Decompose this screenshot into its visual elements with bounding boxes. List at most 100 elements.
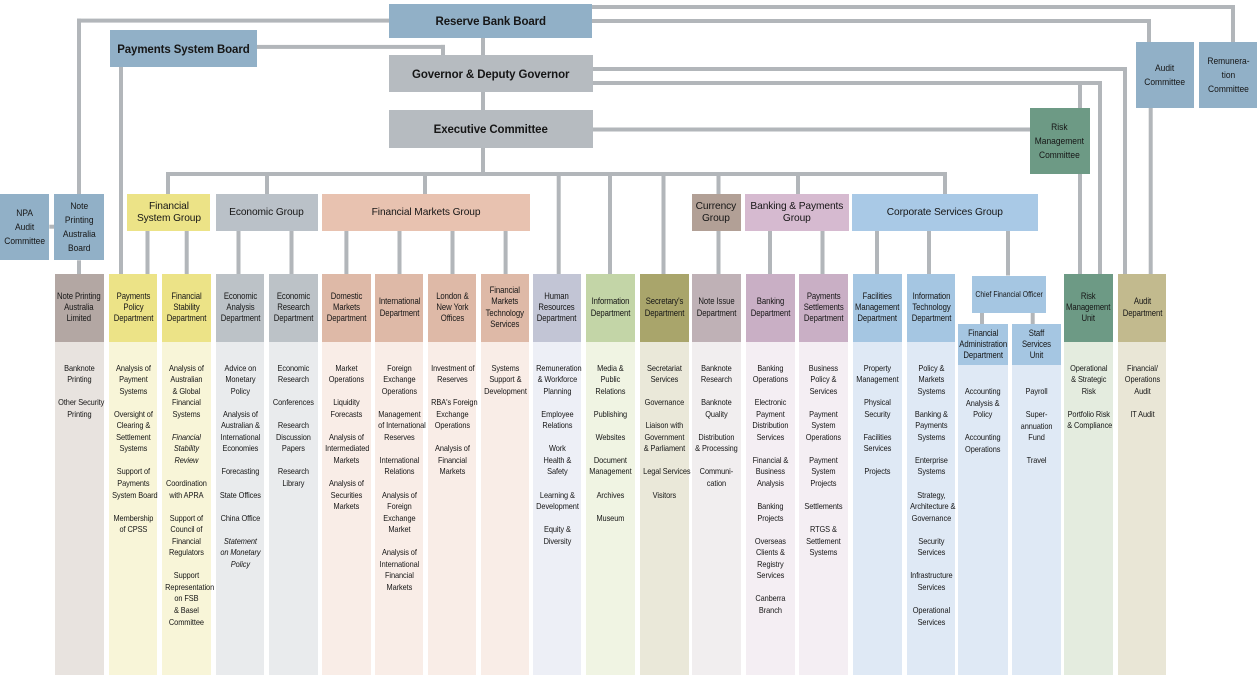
function-item: Websites [595, 431, 626, 442]
function-item: Legal Services [642, 466, 691, 477]
function-item: Payment System Projects [809, 454, 838, 488]
function-item: Visitors [652, 489, 676, 500]
function-item: Settlements [804, 501, 843, 512]
function-item: Remuneration & Workforce Planning [535, 362, 582, 396]
function-item: Banknote Research [701, 362, 732, 385]
dept-header-label: Domestic Markets Department [326, 290, 367, 324]
dept-header-information-department: Information Department [586, 274, 635, 342]
governor-deputy-governor-label: Governor & Deputy Governor [412, 66, 570, 81]
dept-header-label: Financial Stability Department [166, 290, 207, 324]
dept-header-label: Economic Research Department [273, 290, 313, 324]
dept-header-label: Economic Analysis Department [220, 290, 260, 324]
function-item: Learning & Development [535, 489, 579, 512]
function-item: Foreign Exchange Operations [381, 362, 417, 396]
dept-header-secretarys-department: Secretary's Department [639, 274, 689, 342]
function-item: Property Management [856, 362, 899, 385]
group-financial-markets-label: Financial Markets Group [371, 205, 481, 218]
dept-functions-financial-markets-technology-services: Systems Support & Development [480, 341, 530, 675]
function-item: Strategy, Architecture & Governance [909, 489, 955, 523]
payments-system-board-box: Payments System Board [110, 30, 257, 67]
function-item: Travel [1026, 455, 1047, 466]
function-item: Market Operations [329, 362, 365, 385]
executive-committee-label: Executive Committee [433, 122, 549, 136]
function-item: Facilities Services [863, 431, 892, 454]
dept-header-economic-research-department: Economic Research Department [268, 274, 318, 342]
function-item: State Offices [219, 489, 261, 500]
note-printing-australia-board-box: Note Printing Australia Board [54, 194, 104, 260]
function-item: Conferences [272, 397, 314, 408]
audit-committee-label: Audit Committee [1144, 61, 1186, 87]
function-item: Financial/ Operations Audit [1124, 362, 1160, 396]
function-item: Banking Operations [752, 362, 788, 385]
dept-header-label: Note Issue Department [696, 296, 737, 318]
dept-header-label: International Department [378, 296, 420, 318]
function-item: Policy & Markets Systems [917, 362, 945, 396]
group-economic-label: Economic Group [229, 205, 304, 218]
function-item: Archives [596, 489, 625, 500]
function-item: Projects [864, 466, 891, 477]
dept-header-label: Banking Department [750, 296, 790, 318]
function-item: Statement on Monetary Policy [219, 535, 261, 569]
npa-audit-committee-box: NPA Audit Committee [0, 194, 50, 260]
function-item: Accounting Analysis & Policy [965, 386, 1001, 420]
function-item: Analysis of Intermediated Markets [325, 431, 370, 465]
function-item: Museum [596, 512, 625, 523]
dept-header-information-technology-department: Information Technology Department [906, 274, 956, 342]
function-item: Payment System Operations [806, 408, 842, 442]
dept-header-financial-markets-technology-services: Financial Markets Technology Services [480, 274, 530, 342]
dept-header-label: Payments Policy Department [113, 290, 153, 324]
function-item: Accounting Operations [965, 432, 1001, 454]
risk-management-committee-label: Risk Management Committee [1035, 120, 1085, 161]
function-item: Other Security Printing [57, 397, 105, 419]
function-item: Operational Services [912, 604, 950, 627]
function-item: Portfolio Risk & Compliance [1067, 408, 1113, 431]
function-item: Membership of CPSS [113, 512, 153, 535]
function-item: Financial Stability Review [172, 431, 201, 465]
function-item: Analysis of Financial Markets [434, 443, 470, 477]
function-item: Business Policy & Services [809, 362, 839, 396]
dept-header-label: London & New York Offices [435, 290, 469, 324]
group-economic: Economic Group [215, 194, 318, 231]
function-item: Support of Payments System Board [111, 466, 158, 500]
executive-committee-box: Executive Committee [389, 110, 593, 148]
function-item: RBA's Foreign Exchange Operations [430, 397, 478, 431]
note-printing-australia-board-label: Note Printing Australia Board [62, 199, 96, 254]
function-item: Canberra Branch [755, 593, 786, 615]
function-item: Physical Security [863, 397, 891, 419]
dept-header-financial-administration-department: Financial Administration Department [958, 324, 1008, 365]
remuneration-committee-label: Remunera- tion Committee [1206, 54, 1250, 95]
function-item: Banknote Quality [701, 397, 732, 419]
dept-header-label: Facilities Management Department [855, 290, 900, 324]
function-item: Publishing [593, 408, 628, 419]
dept-header-label: Financial Markets Technology Services [485, 285, 525, 330]
function-item: Analysis of Securities Markets [329, 477, 365, 512]
group-financial-system: Financial System Group [127, 194, 210, 231]
function-item: Governance [644, 397, 684, 408]
function-item: Distribution & Processing [695, 431, 738, 454]
npa-audit-committee-label: NPA Audit Committee [4, 206, 46, 247]
dept-header-label: Note Printing Australia Limited [57, 290, 102, 324]
function-item: Analysis of Payment Systems [115, 362, 151, 396]
remuneration-committee-box: Remunera- tion Committee [1199, 42, 1257, 108]
function-item: Support Representation on FSB & Basel Co… [165, 570, 215, 627]
function-item: China Office [220, 512, 260, 523]
dept-header-label: Payments Settlements Department [803, 290, 844, 324]
function-item: Financial & Business Analysis [752, 454, 789, 488]
dept-header-label: Financial Administration Department [958, 327, 1007, 361]
function-item: Analysis of International Financial Mark… [379, 547, 419, 592]
function-item: Banking Projects [757, 501, 784, 523]
dept-header-payments-policy-department: Payments Policy Department [108, 274, 158, 342]
dept-header-label: Risk Management Unit [1066, 290, 1111, 324]
function-item: Oversight of Clearing & Settlement Syste… [113, 408, 153, 454]
function-item: Systems Support & Development [483, 362, 527, 396]
